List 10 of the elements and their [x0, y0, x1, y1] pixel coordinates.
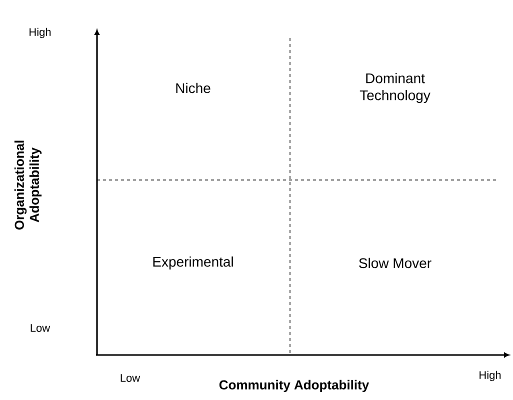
- axis-tick-label: High: [480, 370, 501, 382]
- axis-title: Community Adoptability: [219, 380, 370, 392]
- quadrant-label: Slow Mover: [359, 258, 432, 268]
- quadrant-label: Niche: [176, 82, 210, 94]
- axis-tick-label: High: [30, 28, 51, 38]
- axis-tick-label: Low: [30, 324, 50, 332]
- quadrant-label: Experimental: [153, 256, 233, 270]
- quadrant-label: Dominant Technology: [360, 72, 430, 104]
- axis-title: Organizational Adoptability: [14, 140, 42, 230]
- axis-tick-label: Low: [120, 374, 140, 382]
